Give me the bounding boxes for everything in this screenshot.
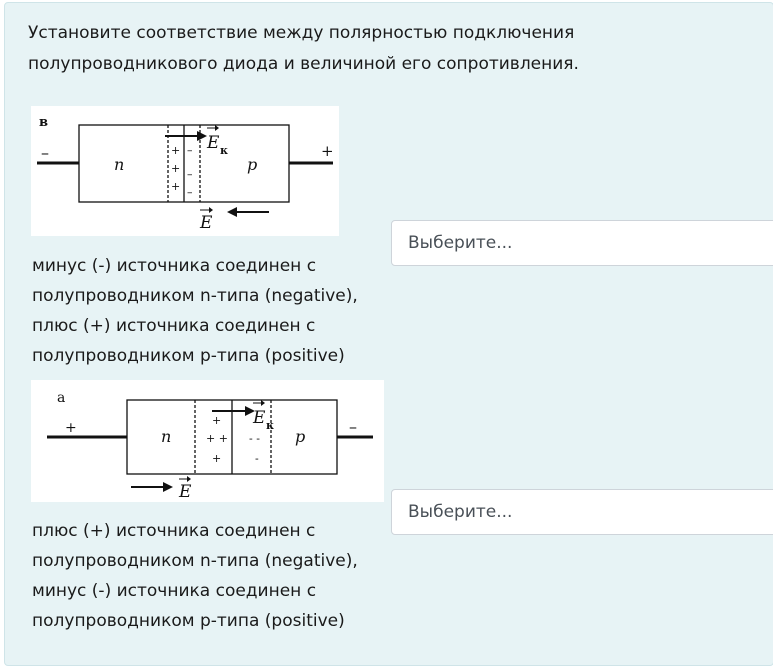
svg-text:+: +: [171, 180, 180, 193]
svg-text:к: к: [220, 144, 228, 157]
statement-2: плюс (+) источника соединен с полупровод…: [32, 521, 358, 631]
svg-text:к: к: [266, 419, 274, 432]
diagram-forward-bias: а + – n p + + + + - - - E к E: [31, 380, 384, 502]
svg-text:+: +: [212, 452, 221, 465]
svg-text:-: -: [255, 452, 259, 465]
question-text: Установите соответствие между полярность…: [28, 23, 579, 74]
diagram-letter: а: [57, 390, 65, 406]
diode-diagram-a: а + – n p + + + + - - - E к E: [47, 390, 373, 502]
e-label: E: [199, 213, 213, 233]
diagram-letter: в: [39, 115, 48, 130]
svg-text:–: –: [187, 186, 193, 199]
svg-text:+: +: [171, 144, 180, 157]
p-region-label: p: [295, 427, 305, 446]
ek-label: E: [252, 408, 266, 428]
ek-label: E: [206, 133, 220, 153]
e-label: E: [178, 482, 192, 502]
left-terminal-sign: +: [65, 420, 77, 436]
svg-text:–: –: [187, 144, 193, 157]
diagram-reverse-bias: в – + n p + + + – – – E к E: [31, 106, 339, 236]
answer-select-1[interactable]: Выберите...: [391, 220, 773, 266]
left-terminal-sign: –: [41, 143, 49, 162]
n-region-label: n: [161, 427, 171, 446]
svg-text:+: +: [171, 162, 180, 175]
right-terminal-sign: +: [321, 142, 334, 160]
p-region-label: p: [247, 155, 257, 174]
statement-1: минус (-) источника соединен с полупрово…: [32, 256, 358, 366]
svg-text:- -: - -: [249, 432, 260, 445]
n-region-label: n: [114, 155, 124, 174]
svg-text:–: –: [187, 168, 193, 181]
right-terminal-sign: –: [349, 417, 357, 436]
answer-select-2[interactable]: Выберите...: [391, 489, 773, 535]
diode-diagram-b: в – + n p + + + – – – E к E: [37, 115, 334, 233]
svg-text:+ +: + +: [206, 432, 228, 445]
svg-text:+: +: [212, 414, 221, 427]
